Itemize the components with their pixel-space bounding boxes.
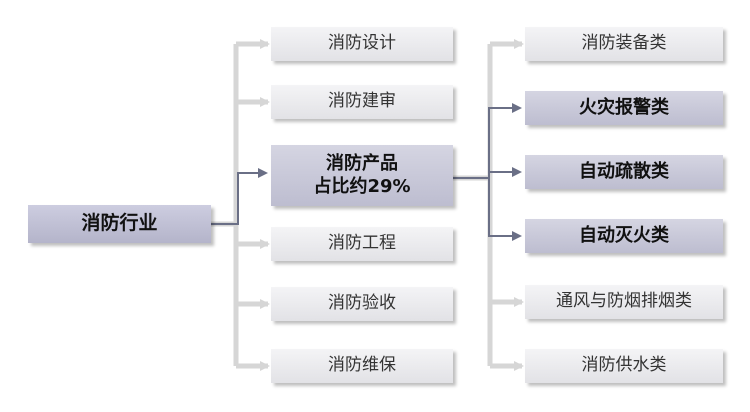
connector-to-extinguishing: [453, 177, 522, 241]
node-fire-maintenance: 消防维保: [271, 349, 453, 383]
connector-to-products: [211, 168, 268, 225]
node-fire-acceptance-label: 消防验收: [328, 293, 396, 314]
node-fire-engineering: 消防工程: [271, 227, 453, 261]
node-fire-design: 消防设计: [271, 27, 453, 61]
node-fire-review-label: 消防建审: [328, 91, 396, 112]
node-auto-extinguishing: 自动灭火类: [525, 219, 723, 253]
node-fire-products-label-line2: 占比约29%: [313, 175, 411, 197]
node-fire-maintenance-label: 消防维保: [328, 355, 396, 376]
node-fire-industry: 消防行业: [28, 205, 211, 243]
node-fire-alarm: 火灾报警类: [525, 91, 723, 125]
node-fire-water-supply-label: 消防供水类: [581, 355, 667, 376]
node-auto-evacuation: 自动疏散类: [525, 155, 723, 189]
node-ventilation-smoke-label: 通风与防烟排烟类: [556, 291, 692, 312]
node-fire-equipment: 消防装备类: [525, 27, 723, 61]
connector-to-alarm: [453, 103, 522, 179]
node-fire-equipment-label: 消防装备类: [581, 33, 667, 54]
node-fire-engineering-label: 消防工程: [328, 233, 396, 254]
node-fire-products-label-line1: 消防产品: [326, 153, 398, 174]
node-fire-design-label: 消防设计: [328, 33, 396, 54]
node-auto-evacuation-label: 自动疏散类: [579, 160, 669, 182]
node-fire-review: 消防建审: [271, 85, 453, 119]
node-auto-extinguishing-label: 自动灭火类: [579, 224, 669, 246]
node-fire-products: 消防产品 占比约29%: [271, 145, 453, 206]
node-fire-acceptance: 消防验收: [271, 287, 453, 321]
node-fire-alarm-label: 火灾报警类: [579, 96, 669, 118]
node-ventilation-smoke: 通风与防烟排烟类: [525, 285, 723, 319]
node-fire-water-supply: 消防供水类: [525, 349, 723, 383]
node-fire-industry-label: 消防行业: [81, 212, 158, 235]
